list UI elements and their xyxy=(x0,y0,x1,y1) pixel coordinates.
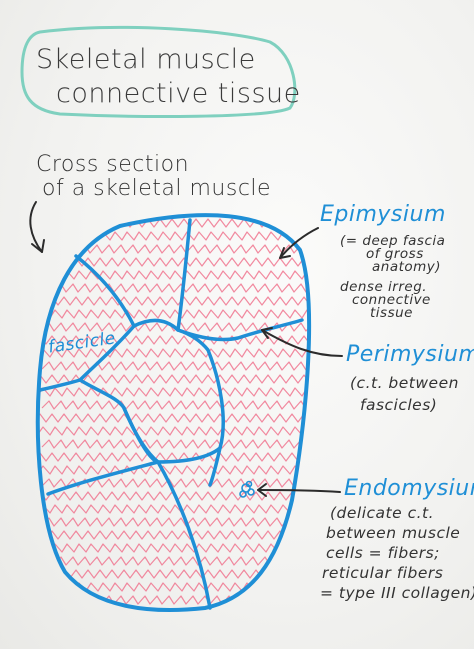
fiber-scribble xyxy=(41,283,310,293)
fiber-scribble xyxy=(37,335,310,345)
fiber-scribble xyxy=(37,348,310,358)
epimysium-note-1: (= deep fascia xyxy=(340,233,446,249)
fiber-scribble xyxy=(41,595,310,605)
annotation-arrows xyxy=(29,201,343,497)
epimysium-desc-2: connective xyxy=(352,292,431,308)
title-line-2: connective tissue xyxy=(56,78,301,109)
fiber-scribble xyxy=(37,569,310,579)
epimysium-note-2: of gross xyxy=(366,246,424,262)
perimysium-desc-2: fascicles) xyxy=(360,396,438,414)
fiber-scribble xyxy=(41,400,310,410)
title-line-1: Skeletal muscle xyxy=(36,44,256,75)
fiber-scribble xyxy=(37,270,310,280)
fiber-scribble xyxy=(37,231,310,241)
fiber-scribble xyxy=(37,465,310,475)
endomysium-desc-4: reticular fibers xyxy=(322,564,444,582)
fiber-scribble xyxy=(37,530,310,540)
fiber-scribble xyxy=(37,452,310,462)
endomysium-desc-2: between muscle xyxy=(326,524,461,542)
epimysium-desc-1: dense irreg. xyxy=(340,279,428,295)
fiber-scribble xyxy=(37,504,310,514)
endomysium-desc-5: = type III collagen) xyxy=(320,584,474,602)
endomysium-spot xyxy=(239,480,255,498)
perimysium-desc-1: (c.t. between xyxy=(350,374,459,392)
caption-line-1: Cross section xyxy=(36,152,190,177)
fiber-scribble xyxy=(37,426,310,436)
title-box xyxy=(20,25,297,118)
fiber-scribble xyxy=(37,543,310,553)
endomysium-desc-1: (delicate c.t. xyxy=(330,504,435,522)
endomysium-desc-3: cells = fibers; xyxy=(326,544,440,562)
fiber-scribble xyxy=(37,387,310,397)
epimysium-note-3: anatomy) xyxy=(372,259,442,275)
muscle-fibers xyxy=(37,218,310,605)
perimysium-lines xyxy=(38,218,304,610)
epimysium-label: Epimysium xyxy=(320,202,446,227)
fiber-scribble xyxy=(37,413,310,423)
caption-line-2: of a skeletal muscle xyxy=(42,176,272,201)
fiber-scribble xyxy=(37,218,310,228)
fiber-scribble xyxy=(41,361,310,371)
endomysium-label: Endomysium xyxy=(344,476,474,501)
epimysium-desc-3: tissue xyxy=(370,305,413,321)
fiber-scribble xyxy=(37,296,310,306)
fiber-scribble xyxy=(41,439,310,449)
fiber-scribble xyxy=(37,257,310,267)
epimysium-outline xyxy=(35,213,312,613)
fiber-scribble xyxy=(37,309,310,319)
fiber-scribble xyxy=(41,517,310,527)
perimysium-label: Perimysium xyxy=(346,342,474,367)
